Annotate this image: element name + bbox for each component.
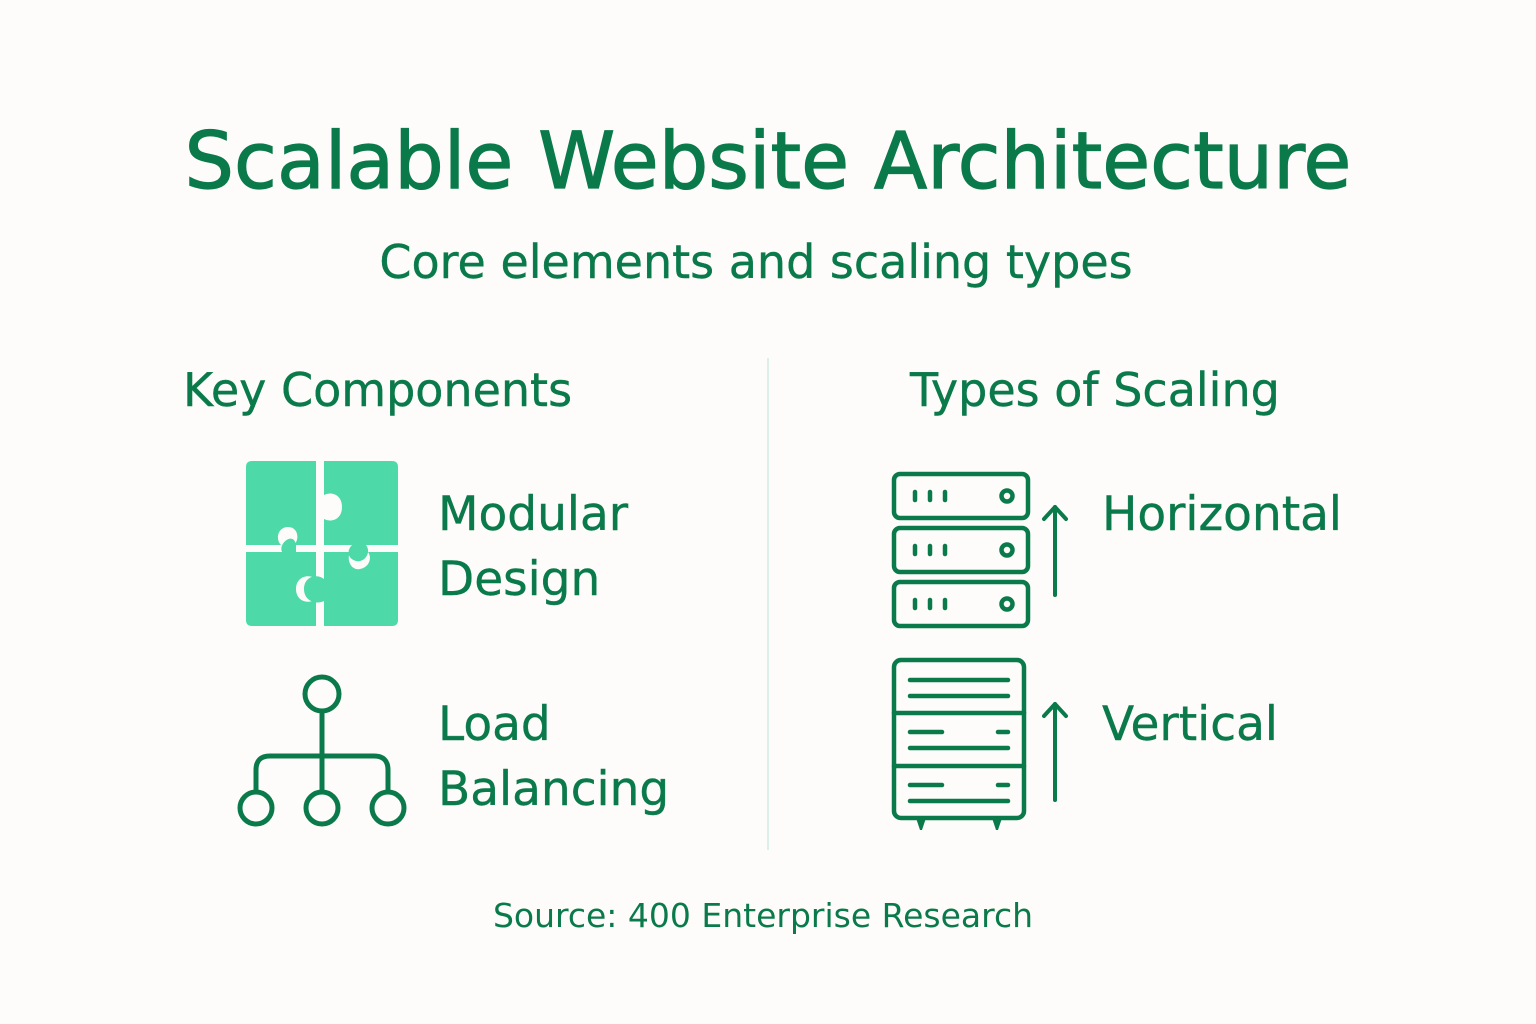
server-cabinet-icon xyxy=(891,657,1027,830)
section-divider xyxy=(767,358,769,850)
key-components-heading: Key Components xyxy=(183,363,573,417)
server-stack-icon xyxy=(891,471,1031,629)
load-label-line1: Load xyxy=(438,697,551,752)
balancing-label-line2: Balancing xyxy=(438,762,670,817)
vertical-label: Vertical xyxy=(1102,697,1278,752)
modular-label-line2: Design xyxy=(438,552,601,607)
arrow-up-icon xyxy=(1042,505,1068,597)
source-citation: Source: 400 Enterprise Research xyxy=(492,896,1034,935)
puzzle-icon xyxy=(246,461,398,626)
page-subtitle: Core elements and scaling types xyxy=(379,235,1133,289)
horizontal-label: Horizontal xyxy=(1102,487,1342,542)
types-of-scaling-heading: Types of Scaling xyxy=(910,363,1280,417)
page-title: Scalable Website Architecture xyxy=(184,116,1352,207)
network-hierarchy-icon xyxy=(237,674,407,827)
arrow-up-icon xyxy=(1042,702,1068,802)
modular-label-line1: Modular xyxy=(438,487,629,542)
